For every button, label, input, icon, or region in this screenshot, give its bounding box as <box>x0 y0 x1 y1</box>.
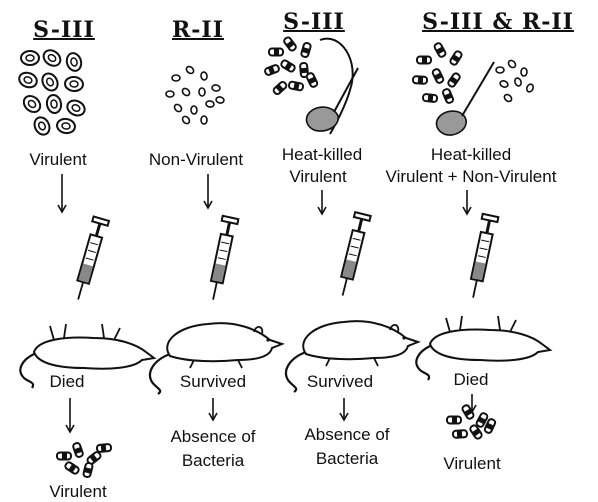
heat-killed-bacterium <box>432 68 444 84</box>
column-1-header: S-III <box>33 18 95 42</box>
s3-capsule-cell <box>17 70 39 90</box>
spatula-handle <box>334 68 358 112</box>
r2-bacterium <box>166 91 174 97</box>
syringe-4 <box>465 214 498 299</box>
column-3-outcome: Survived <box>307 372 373 392</box>
heat-killed-bacterium <box>264 64 280 76</box>
heat-killed-bacterium <box>301 42 312 57</box>
column-3-label-line2: Virulent <box>289 167 346 187</box>
r2-bacterium <box>526 83 535 93</box>
recovered-virulent-bacterium <box>83 462 93 477</box>
dead-mouse-1 <box>20 324 154 388</box>
r2-bacterium <box>507 59 517 69</box>
spatula-handle <box>462 62 494 116</box>
column-2-outcome: Survived <box>180 372 246 392</box>
recovered-virulent-bacterium <box>97 444 112 452</box>
arrow-to-result-2 <box>209 398 217 420</box>
column-4-outcome: Died <box>454 370 489 390</box>
column-2-result-line1: Absence of <box>170 426 255 448</box>
spatula-blob <box>307 107 339 131</box>
heat-killed-bacterium <box>272 81 287 96</box>
column-4-label-line1: Heat-killed <box>431 145 511 165</box>
column-4-label-line2: Virulent + Non-Virulent <box>386 167 557 187</box>
s3-capsule-cell <box>41 47 64 69</box>
r2-bacterium <box>215 96 224 104</box>
syringe-2 <box>205 216 238 301</box>
s3-capsule-cell <box>45 94 62 114</box>
r2-bacterium <box>514 77 523 87</box>
column-2-result-line2: Bacteria <box>182 450 244 472</box>
column-4-result: Virulent <box>443 454 500 474</box>
heat-killed-bacterium <box>283 36 297 51</box>
column-3-label-line1: Heat-killed <box>282 145 362 165</box>
heat-killed-bacterium <box>269 49 283 56</box>
column-4-header: S-III & R-II <box>422 10 574 34</box>
arrow-to-result-3 <box>340 398 348 420</box>
column-2-header: R-II <box>172 18 224 42</box>
column-3-header: S-III <box>283 10 345 34</box>
r2-bacterium <box>503 93 513 103</box>
r2-bacterium <box>191 106 197 114</box>
recovered-virulent-bacterium <box>57 453 71 460</box>
r2-bacterium <box>185 65 195 75</box>
heat-killed-bacterium <box>423 94 438 102</box>
syringe-3 <box>335 212 371 297</box>
heat-killed-bacterium <box>434 42 447 58</box>
heat-killed-bacterium <box>447 72 461 87</box>
arrow-to-syringe-3 <box>318 190 326 214</box>
arrow-to-syringe-1 <box>58 174 66 212</box>
recovered-virulent-bacterium <box>453 430 467 438</box>
s3-capsule-cell <box>39 71 60 94</box>
arrow-to-syringe-4 <box>463 190 471 214</box>
column-3-result-line1: Absence of <box>304 424 389 446</box>
syringe-1 <box>70 217 109 302</box>
heat-killed-bacterium <box>417 57 431 64</box>
r2-bacterium <box>212 85 221 92</box>
s3-capsule-cell <box>32 115 53 137</box>
r2-bacterium <box>499 80 509 88</box>
recovered-virulent-bacterium <box>64 461 80 474</box>
heat-killed-bacterium <box>288 81 303 91</box>
arrow-to-result-1 <box>66 398 74 432</box>
column-1-outcome: Died <box>50 372 85 392</box>
r2-bacterium <box>199 88 206 96</box>
s3-capsule-cell <box>21 51 39 65</box>
heat-killed-bacterium <box>280 59 296 72</box>
column-3-result-line2: Bacteria <box>316 448 378 470</box>
r2-bacterium <box>200 72 207 81</box>
r2-bacterium <box>496 67 504 73</box>
heat-killed-bacterium <box>306 72 318 88</box>
r2-bacterium <box>172 75 180 81</box>
r2-bacterium <box>173 103 183 113</box>
s3-capsule-cell <box>65 51 83 72</box>
heat-killed-bacterium <box>413 76 427 84</box>
arrow-to-syringe-2 <box>204 174 212 208</box>
heat-killed-bacterium <box>449 50 462 66</box>
column-1-result: Virulent <box>49 482 106 502</box>
r2-bacterium <box>206 100 215 107</box>
column-1-label: Virulent <box>29 150 86 170</box>
r2-bacterium <box>521 68 528 76</box>
s3-capsule-cell <box>21 93 44 115</box>
heat-killed-bacterium <box>442 88 454 104</box>
s3-capsule-cell <box>56 118 76 135</box>
recovered-virulent-bacterium <box>447 417 461 424</box>
s3-capsule-cell <box>64 76 83 92</box>
recovered-virulent-bacterium <box>72 442 83 458</box>
r2-bacterium <box>181 115 191 125</box>
s3-capsule-cell <box>65 98 87 118</box>
r2-bacterium <box>181 87 191 97</box>
column-2-label: Non-Virulent <box>149 150 243 170</box>
r2-bacterium <box>201 116 207 124</box>
